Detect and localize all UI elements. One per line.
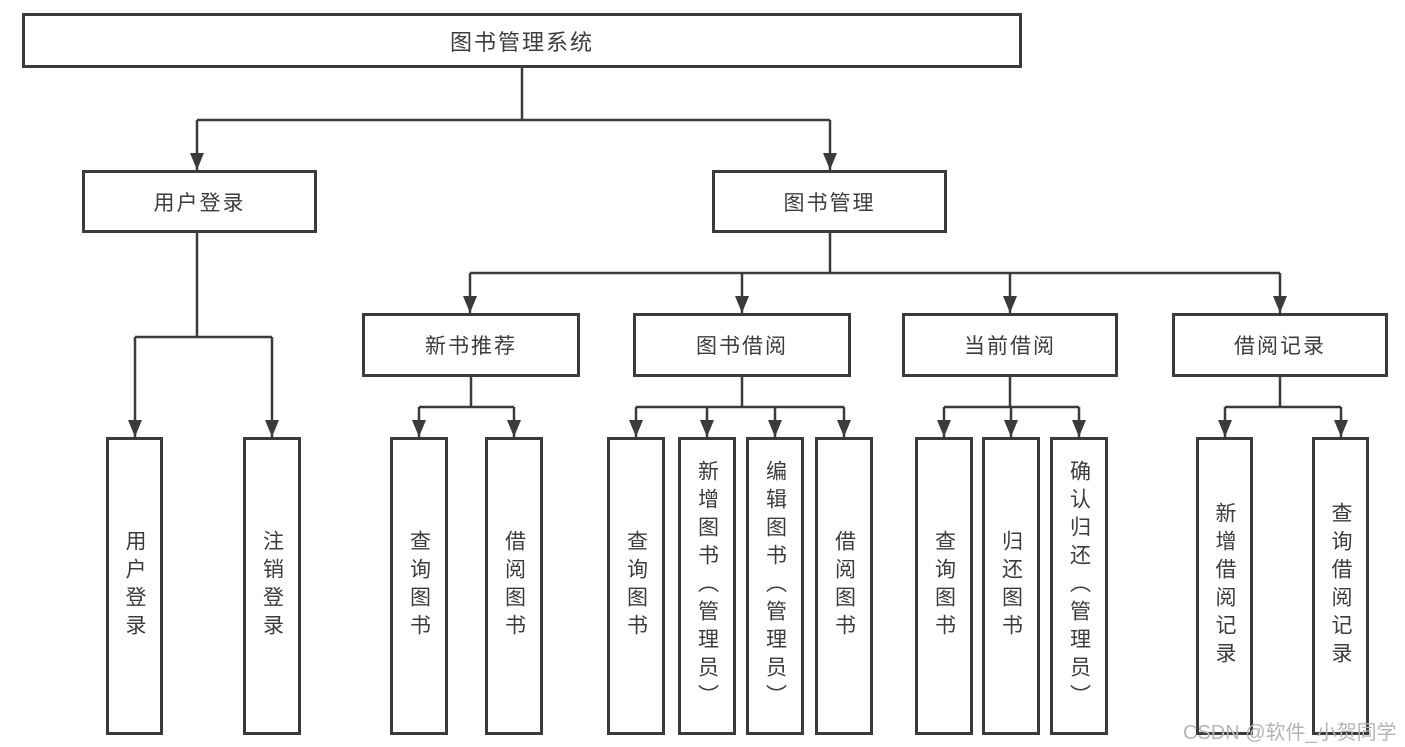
node-book-management-system: 图书管理系统 — [22, 13, 1022, 68]
node-user-login-leaf: 用户登录 — [106, 437, 163, 735]
connector-current-to-children — [937, 377, 1086, 437]
connector-line — [1225, 377, 1341, 409]
node-label: 新增借阅记录 — [1213, 502, 1236, 670]
connector-line — [944, 377, 1079, 409]
node-confirm-return-admin: 确认归还（管理员） — [1050, 437, 1108, 735]
node-query-books-recommendation: 查询图书 — [390, 437, 448, 735]
node-label: 图书管理 — [783, 191, 876, 215]
node-label: 图书管理系统 — [449, 29, 594, 55]
node-return-books: 归还图书 — [982, 437, 1040, 735]
node-book-borrowing: 图书借阅 — [633, 313, 851, 377]
node-borrowing-records: 借阅记录 — [1172, 313, 1388, 377]
node-current-borrowing: 当前借阅 — [902, 313, 1118, 377]
node-label: 新书推荐 — [425, 335, 517, 358]
node-label: 当前借阅 — [964, 335, 1056, 358]
node-query-books-current: 查询图书 — [915, 437, 973, 735]
node-label: 用户登录 — [123, 530, 146, 642]
connector-line — [135, 233, 272, 339]
node-label: 查询借阅记录 — [1329, 502, 1352, 670]
connector-records-to-children — [1218, 377, 1348, 437]
node-label: 注销登录 — [260, 530, 284, 642]
connector-book-management-to-sections — [463, 233, 1287, 313]
node-label: 编辑图书（管理员） — [763, 460, 787, 712]
node-new-book-recommendation: 新书推荐 — [362, 313, 580, 377]
node-label: 借阅记录 — [1234, 335, 1326, 358]
node-user-login-branch: 用户登录 — [82, 170, 317, 233]
node-label: 查询图书 — [932, 530, 956, 642]
connector-line — [419, 377, 514, 409]
node-query-books-borrowing: 查询图书 — [607, 437, 665, 735]
connector-line — [636, 377, 844, 409]
node-add-books-admin: 新增图书（管理员） — [678, 437, 736, 735]
node-add-borrow-record: 新增借阅记录 — [1196, 437, 1253, 735]
connector-borrowing-to-children — [629, 377, 851, 437]
node-borrow-books-recommendation: 借阅图书 — [485, 437, 543, 735]
node-label: 查询图书 — [624, 530, 648, 642]
node-logout-leaf: 注销登录 — [243, 437, 301, 735]
node-label: 确认归还（管理员） — [1067, 460, 1091, 712]
csdn-watermark: CSDN @软件_小贺同学 — [1183, 722, 1397, 744]
node-label: 查询图书 — [407, 530, 431, 642]
node-label: 新增图书（管理员） — [695, 460, 719, 712]
node-borrow-books: 借阅图书 — [815, 437, 873, 735]
connector-user-login-to-children — [128, 233, 279, 437]
connector-recommendation-to-children — [412, 377, 521, 437]
connector-line — [470, 233, 1280, 275]
node-label: 用户登录 — [153, 191, 246, 215]
node-label: 借阅图书 — [832, 530, 856, 642]
node-label: 归还图书 — [999, 530, 1023, 642]
connector-root-to-level2 — [190, 68, 837, 170]
node-book-management-branch: 图书管理 — [712, 170, 947, 233]
connector-line — [197, 68, 830, 122]
node-query-borrow-record: 查询借阅记录 — [1312, 437, 1369, 735]
node-edit-books-admin: 编辑图书（管理员） — [746, 437, 804, 735]
node-label: 图书借阅 — [696, 335, 788, 358]
node-label: 借阅图书 — [502, 530, 526, 642]
